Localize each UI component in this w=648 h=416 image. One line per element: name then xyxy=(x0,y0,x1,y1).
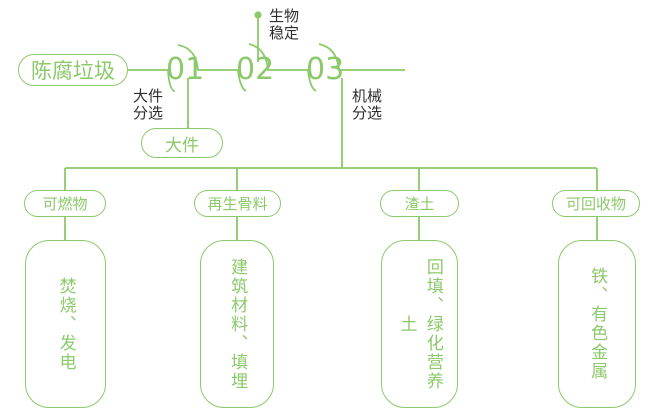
output-box-combustible-text: 焚烧、发电 xyxy=(55,276,76,372)
wire-02-bracket-lower-left xyxy=(237,69,247,92)
stage-annotation-01-line1: 大件 xyxy=(133,87,164,105)
stage-annotation-01-line2: 分选 xyxy=(133,104,164,123)
output-box-recycled-aggregate[interactable]: 建筑材料、填埋 xyxy=(200,240,274,408)
stage-number-03[interactable]: 03 xyxy=(306,52,345,87)
output-box-recyclables[interactable]: 铁、有色金属 xyxy=(558,240,636,408)
stage-annotation-03: 机械 分选 xyxy=(352,87,383,123)
wire-01-bracket-lower-left xyxy=(167,69,175,92)
stage-annotation-01: 大件 分选 xyxy=(133,87,164,123)
stage-number-01[interactable]: 01 xyxy=(166,52,205,87)
stage-annotation-03-line1: 机械 xyxy=(352,87,383,105)
output-pill-residual-soil[interactable]: 渣土 xyxy=(380,190,459,217)
wire-distribution-bus xyxy=(64,167,598,176)
output-pill-combustible[interactable]: 可燃物 xyxy=(24,190,106,217)
input-pill-stale-waste[interactable]: 陈腐垃圾 xyxy=(18,54,128,86)
stage-annotation-02-line2: 稳定 xyxy=(269,24,300,43)
wire-03-bracket-upper-right xyxy=(318,43,405,71)
stage-annotation-02: 生物 稳定 xyxy=(269,7,300,43)
output-box-combustible[interactable]: 焚烧、发电 xyxy=(25,240,106,408)
wire-01-bracket-upper-right xyxy=(177,44,238,71)
output-box-residual-soil-text: 回填、绿化营养土 xyxy=(396,257,443,391)
stage-annotation-03-line2: 分选 xyxy=(352,104,383,123)
output-box-recyclables-text: 铁、有色金属 xyxy=(587,267,608,381)
stage-annotation-02-line1: 生物 xyxy=(269,7,300,25)
output-box-residual-soil[interactable]: 回填、绿化营养土 xyxy=(381,240,458,408)
wire-03-bracket-lower-left xyxy=(307,69,317,92)
wire-02-riser-dot xyxy=(254,11,262,19)
output-box-recycled-aggregate-text: 建筑材料、填埋 xyxy=(227,257,248,391)
wire-02-bracket-upper-right xyxy=(248,43,308,71)
stage-number-02[interactable]: 02 xyxy=(236,52,275,87)
output-pill-recyclables[interactable]: 可回收物 xyxy=(552,190,640,217)
stage-output-pill-bulky[interactable]: 大件 xyxy=(141,128,223,158)
output-pill-recycled-aggregate[interactable]: 再生骨料 xyxy=(194,190,281,217)
